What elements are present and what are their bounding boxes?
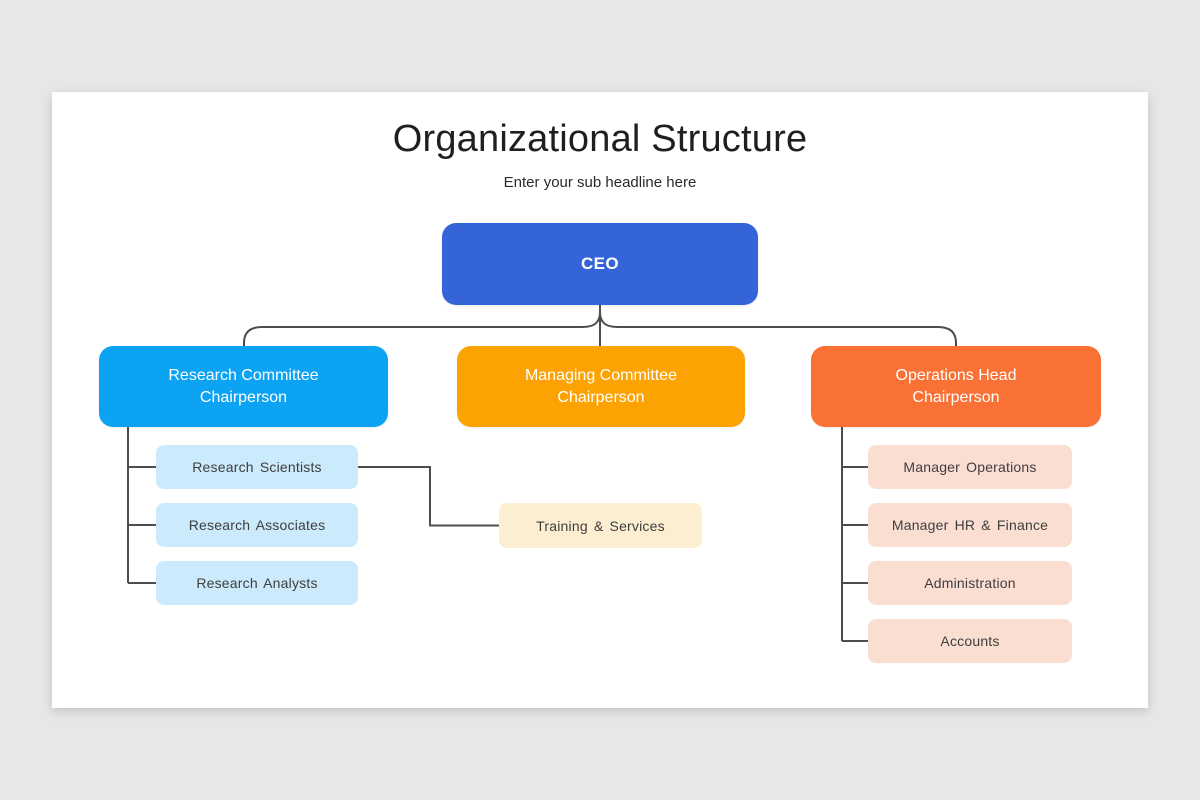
org-node-research-analysts: Research Analysts (156, 561, 358, 605)
org-node-administration: Administration (868, 561, 1072, 605)
page-title: Organizational Structure (392, 118, 808, 160)
org-node-ceo: CEO (442, 223, 758, 305)
org-node-label: Managing Committee Chairperson (524, 366, 678, 406)
org-node-research-committee-chairperson: Research Committee Chairperson (99, 346, 388, 427)
org-node-manager-hr-finance: Manager HR & Finance (868, 503, 1072, 547)
org-node-research-associates: Research Associates (156, 503, 358, 547)
org-node-operations-head-chairperson: Operations Head Chairperson (811, 346, 1101, 427)
org-node-training-services: Training & Services (499, 503, 702, 548)
org-node-research-scientists: Research Scientists (156, 445, 358, 489)
org-node-label: Research Committee Chairperson (168, 366, 319, 406)
org-node-label: Operations Head Chairperson (895, 366, 1017, 406)
org-node-managing-committee-chairperson: Managing Committee Chairperson (457, 346, 745, 427)
org-node-manager-operations: Manager Operations (868, 445, 1072, 489)
page-subtitle: Enter your sub headline here (503, 174, 697, 191)
org-node-accounts: Accounts (868, 619, 1072, 663)
